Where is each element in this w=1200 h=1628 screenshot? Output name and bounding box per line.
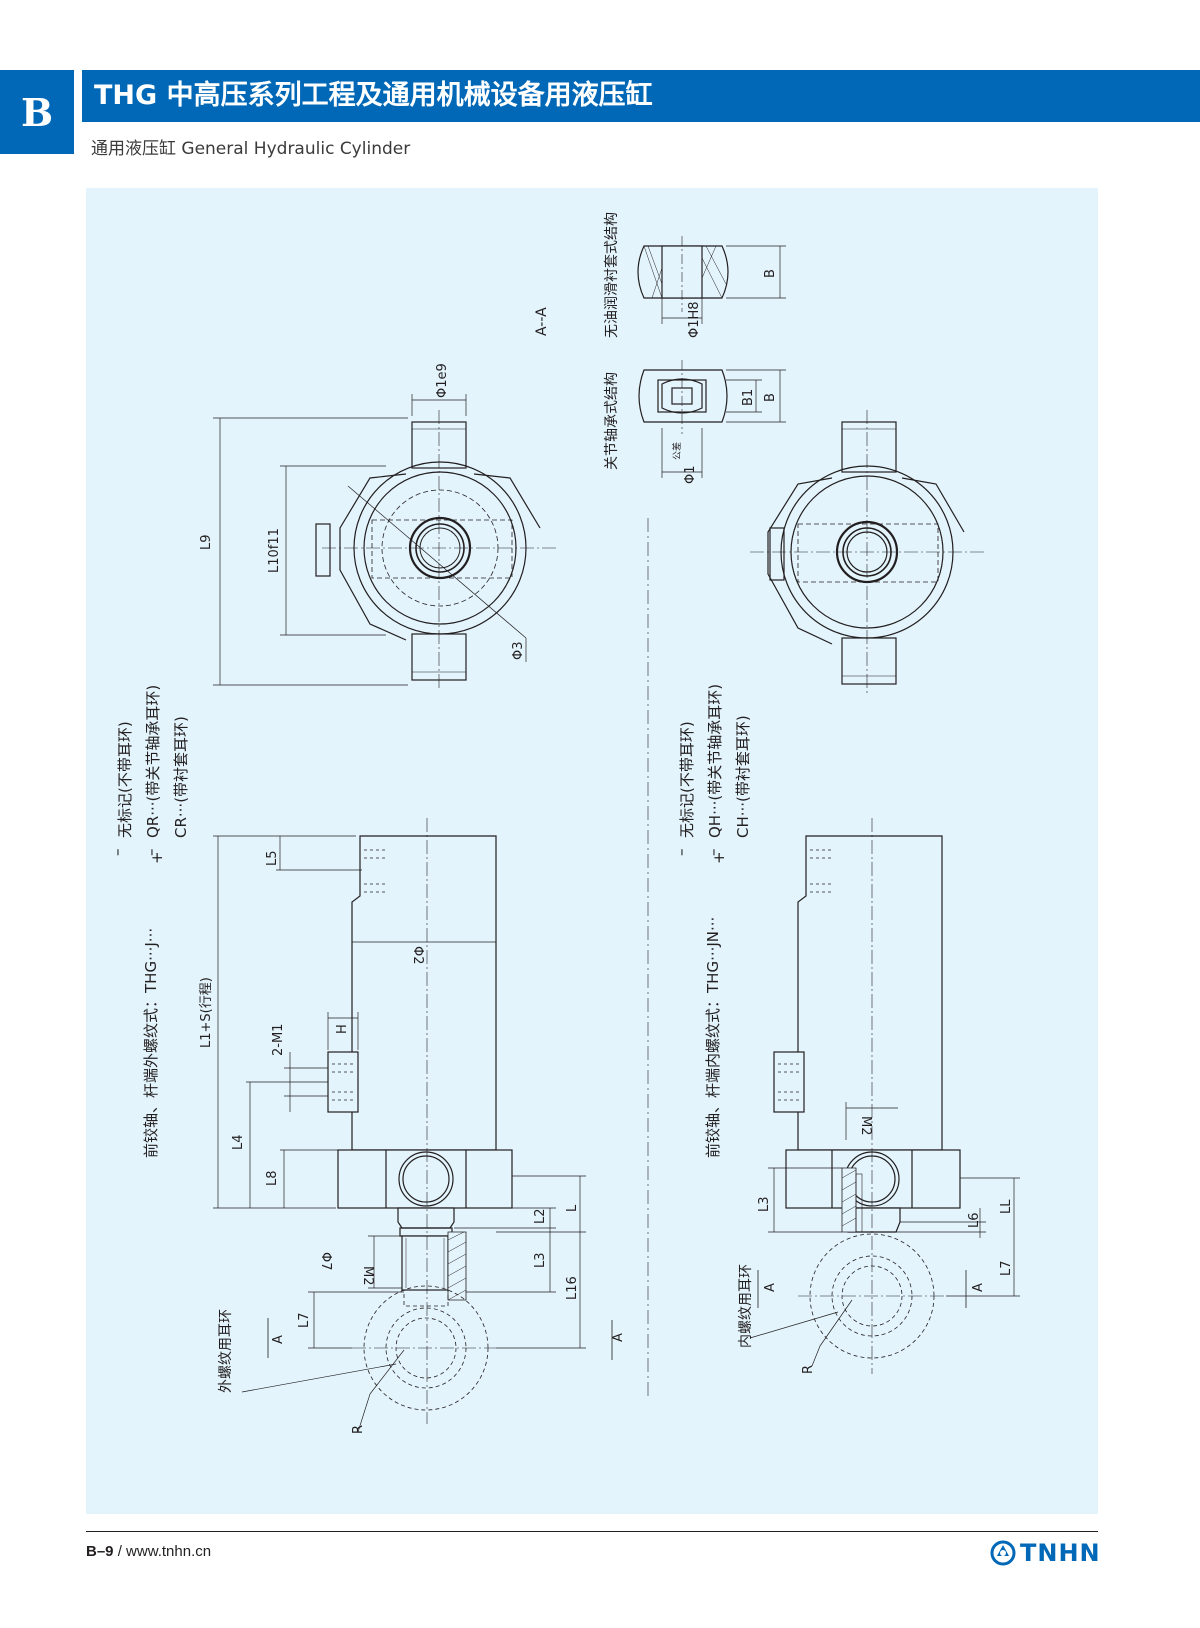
bearing-dim-B1: B1 xyxy=(741,389,756,406)
bushing-label: 无油润滑衬套式结构 xyxy=(603,212,620,338)
internal-opt2-prefix: – xyxy=(704,849,722,857)
external-H: H xyxy=(335,1024,350,1034)
internal-LL: LL xyxy=(999,1199,1014,1214)
external-L: L xyxy=(565,1204,580,1212)
section-label: A--A xyxy=(534,307,550,336)
logo-icon xyxy=(990,1540,1016,1566)
internal-L7: L7 xyxy=(999,1260,1014,1276)
external-title: 前铰轴、杆端外螺纹式：THG···J··· xyxy=(142,928,160,1158)
brand-logo: TNHN xyxy=(990,1536,1101,1570)
internal-title: 前铰轴、杆端内螺纹式：THG···JN··· xyxy=(704,917,722,1158)
internal-L6: L6 xyxy=(967,1212,982,1228)
external-phi2: Φ2 xyxy=(410,946,425,965)
external-L5: L5 xyxy=(265,850,280,866)
internal-opt1: 无标记(不带耳环) xyxy=(678,721,696,838)
external-L1S: L1+S(行程) xyxy=(199,977,214,1048)
external-opt2: QR···(带关节轴承耳环) xyxy=(144,685,162,838)
dim-L10: L10f11 xyxy=(267,528,282,573)
bearing-dim-B: B xyxy=(763,393,778,402)
footer-rule xyxy=(86,1531,1098,1532)
technical-drawing: L9 L10f11 Φ3 Φ1e9 A--A Φ1H8 B 无油润滑衬套式结构 xyxy=(86,188,1098,1514)
bushing-phi: Φ1H8 xyxy=(687,301,702,338)
external-phi7: Φ7 xyxy=(318,1252,333,1271)
dim-phi3: Φ3 xyxy=(511,641,526,660)
page-title: THG 中高压系列工程及通用机械设备用液压缸 xyxy=(82,70,1200,122)
page-number: B–9 xyxy=(86,1543,114,1560)
bearing-phi: Φ1 xyxy=(683,465,698,484)
external-cylinder: 前铰轴、杆端外螺纹式：THG···J··· – 无标记(不带耳环) – QR··… xyxy=(108,685,626,1434)
top-view-left: L9 L10f11 Φ3 Φ1e9 xyxy=(199,363,556,690)
external-opt2-prefix: – xyxy=(142,849,160,857)
footer-separator: / xyxy=(113,1543,127,1560)
internal-A-right: A xyxy=(971,1283,986,1292)
footer-page: B–9 / www.tnhn.cn xyxy=(86,1543,211,1560)
internal-opt3-prefix: + xyxy=(710,851,728,864)
external-L8: L8 xyxy=(265,1170,280,1186)
logo-text: TNHN xyxy=(1020,1539,1101,1567)
internal-opt3: CH···(带衬套耳环) xyxy=(734,715,752,838)
internal-R: R xyxy=(801,1365,816,1374)
bushing-dim-B: B xyxy=(763,269,778,278)
external-L16: L16 xyxy=(565,1276,580,1300)
internal-A-left: A xyxy=(763,1283,778,1292)
external-opt1: 无标记(不带耳环) xyxy=(116,721,134,838)
top-view-right xyxy=(750,410,984,694)
internal-opt1-prefix: – xyxy=(672,849,690,857)
external-L2: L2 xyxy=(533,1208,548,1224)
external-M2: M2 xyxy=(360,1266,375,1286)
external-opt1-prefix: – xyxy=(108,849,126,857)
page-subtitle: 通用液压缸 General Hydraulic Cylinder xyxy=(91,139,411,159)
drawing-svg: L9 L10f11 Φ3 Φ1e9 A--A Φ1H8 B 无油润滑衬套式结构 xyxy=(108,212,1020,1434)
bearing-phi-sub: 公差 xyxy=(671,442,683,460)
internal-L3: L3 xyxy=(757,1196,772,1212)
internal-cylinder: 前铰轴、杆端内螺纹式：THG···JN··· – 无标记(不带耳环) – QH·… xyxy=(672,684,1020,1374)
external-A-left: A xyxy=(271,1335,286,1344)
external-M1: 2-M1 xyxy=(271,1024,286,1056)
dim-L9: L9 xyxy=(199,534,214,550)
bushing-section: Φ1H8 B 无油润滑衬套式结构 xyxy=(603,212,786,338)
external-L7: L7 xyxy=(297,1312,312,1328)
dim-phi1e9: Φ1e9 xyxy=(435,363,450,398)
internal-eye-label: 内螺纹用耳环 xyxy=(738,1264,754,1348)
bearing-label: 关节轴承式结构 xyxy=(604,372,620,470)
section-tab: B xyxy=(0,70,74,154)
footer-website[interactable]: www.tnhn.cn xyxy=(126,1543,212,1560)
internal-opt2: QH···(带关节轴承耳环) xyxy=(706,684,724,838)
external-opt3: CR···(带衬套耳环) xyxy=(172,716,190,838)
external-L4: L4 xyxy=(231,1134,246,1150)
external-R: R xyxy=(351,1425,366,1434)
external-A-right: A xyxy=(611,1333,626,1342)
external-eye-label: 外螺纹用耳环 xyxy=(218,1309,234,1393)
internal-M2: M2 xyxy=(858,1116,873,1136)
bearing-section: Φ1 公差 B B1 关节轴承式结构 xyxy=(604,360,786,484)
external-opt3-prefix: + xyxy=(148,851,166,864)
external-L3: L3 xyxy=(533,1252,548,1268)
